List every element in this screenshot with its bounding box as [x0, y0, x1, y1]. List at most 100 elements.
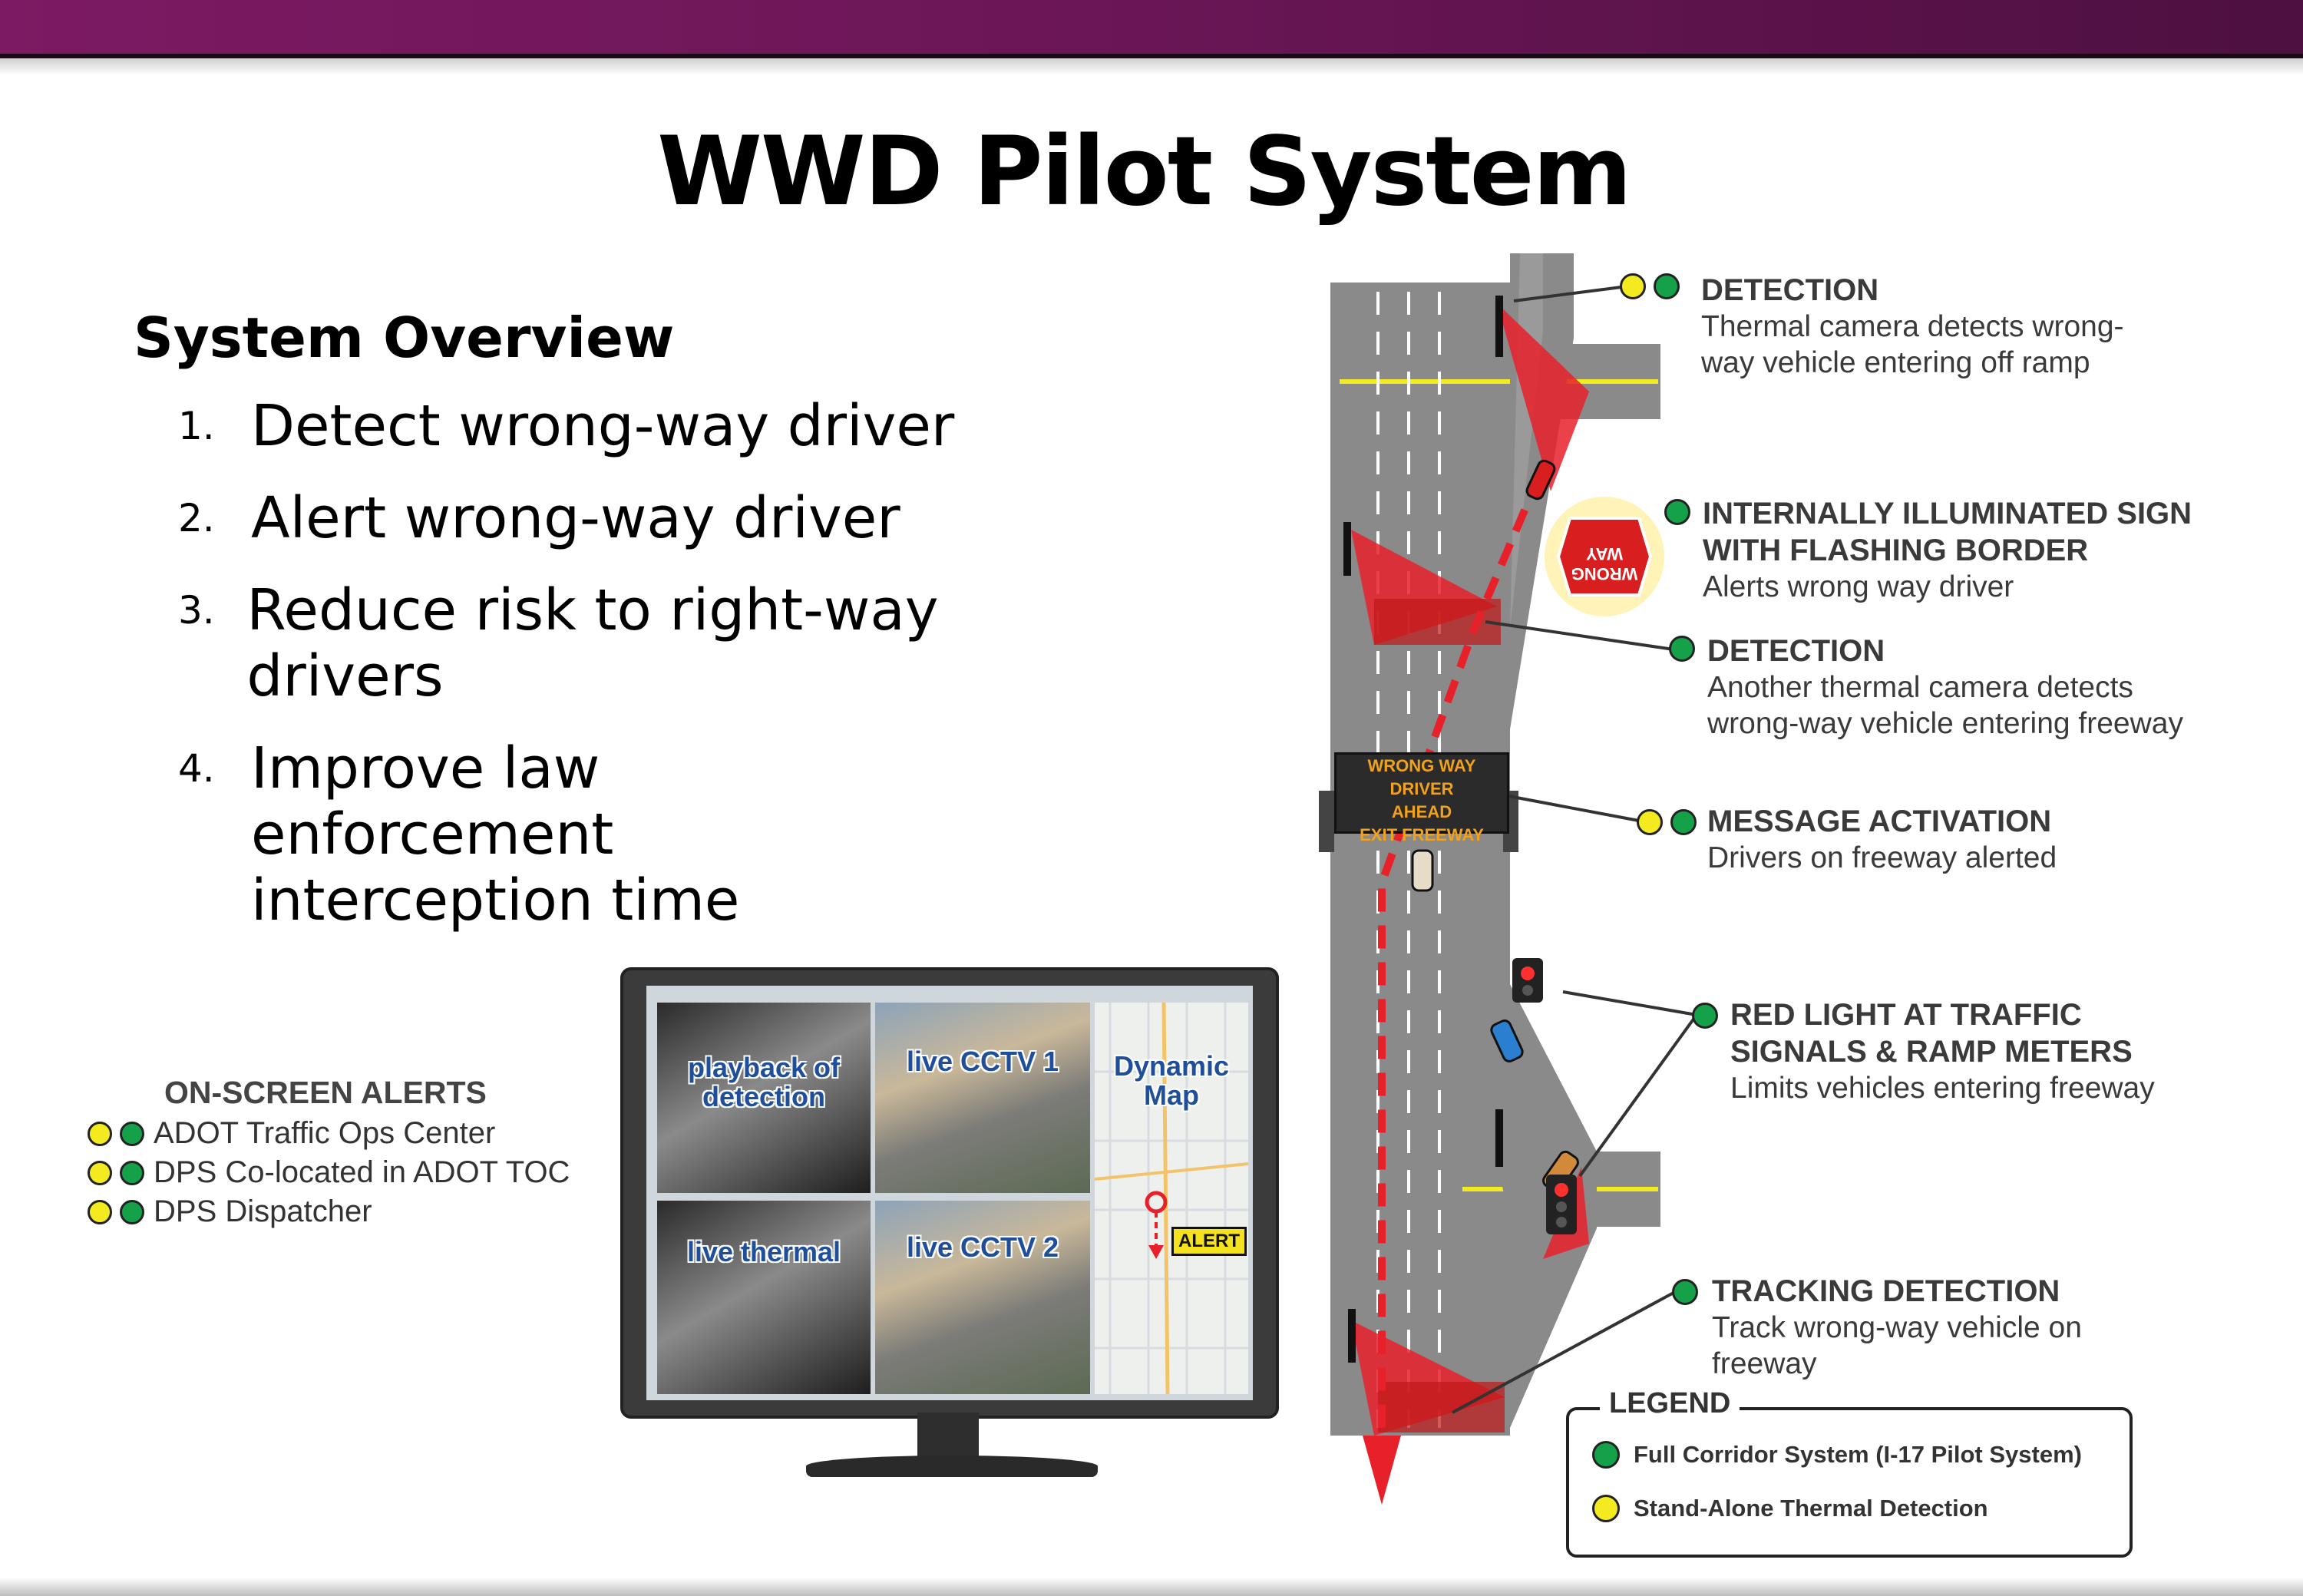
green-dot-icon [1654, 273, 1680, 299]
green-dot-icon [1672, 1279, 1698, 1305]
on-ramp [1459, 944, 1597, 1428]
callout-heading: MESSAGE ACTIVATION [1707, 805, 2052, 838]
legend: LEGEND Full Corridor System (I-17 Pilot … [1566, 1387, 2133, 1558]
alert-row: ADOT Traffic Ops Center [88, 1114, 625, 1153]
alert-row: DPS Co-located in ADOT TOC [88, 1153, 625, 1192]
callout-body: Another thermal camera detects wrong-way… [1707, 671, 2183, 740]
callout-heading: INTERNALLY ILLUMINATED SIGN WITH FLASHIN… [1703, 497, 2192, 567]
legend-label: Full Corridor System (I-17 Pilot System) [1634, 1441, 2082, 1468]
monitor-stand [917, 1413, 979, 1459]
overview-item: 1. Detect wrong-way driver [178, 393, 1099, 459]
header-shadow [0, 58, 2303, 75]
onscreen-alerts: ON-SCREEN ALERTS ADOT Traffic Ops Center… [88, 1075, 625, 1231]
yellow-dot-icon [88, 1199, 112, 1224]
green-dot-icon [1692, 1003, 1718, 1029]
wrong-way-car-icon [1525, 459, 1556, 501]
footer-shade [0, 1578, 2303, 1596]
callout-dots [1672, 1279, 1706, 1305]
legend-row: Stand-Alone Thermal Detection [1592, 1495, 1988, 1522]
pane-map: Dynamic Map ALERT [1095, 1003, 1248, 1394]
callout-dots [1664, 499, 1698, 525]
monitor: playback of detection live CCTV 1 Dy [620, 967, 1279, 1419]
overview-item: 2. Alert wrong-way driver [178, 485, 1099, 551]
callout-dots [1692, 1003, 1726, 1029]
pane-label: live CCTV 1 [906, 1046, 1059, 1077]
legend-row: Full Corridor System (I-17 Pilot System) [1592, 1441, 2082, 1469]
callout-dots [1637, 809, 1704, 835]
pane-label: Dynamic Map [1113, 1050, 1230, 1111]
yellow-dot-icon [1637, 809, 1663, 835]
legend-label: Stand-Alone Thermal Detection [1634, 1495, 1988, 1522]
callout-body: Limits vehicles entering freeway [1730, 1072, 2155, 1105]
slide-title: WWD Pilot System [657, 117, 1632, 227]
camera-pole-icon [1495, 1109, 1503, 1167]
camera-pole-icon [1343, 522, 1351, 576]
green-dot-icon [1592, 1441, 1620, 1469]
green-dot-icon [120, 1199, 144, 1224]
callout-heading: TRACKING DETECTION [1712, 1274, 2060, 1308]
monitor-screen: playback of detection live CCTV 1 Dy [646, 986, 1253, 1400]
green-dot-icon [1664, 499, 1690, 525]
pane-cctv1: live CCTV 1 [875, 1003, 1090, 1193]
overview-list: 1. Detect wrong-way driver 2. Alert wrong-… [178, 393, 1099, 960]
callout-heading: DETECTION [1701, 273, 1879, 307]
pane-playback: playback of detection [657, 1003, 871, 1193]
detection-cone [1497, 303, 1589, 491]
callout-red-light: RED LIGHT AT TRAFFIC SIGNALS & RAMP METE… [1730, 996, 2206, 1106]
green-dot-icon [120, 1121, 144, 1146]
callout-tracking: TRACKING DETECTION Track wrong-way vehic… [1712, 1273, 2157, 1382]
callout-illuminated-sign: INTERNALLY ILLUMINATED SIGN WITH FLASHIN… [1703, 495, 2225, 605]
callout-body: Track wrong-way vehicle on freeway [1712, 1311, 2082, 1380]
vms-line: EXIT FREEWAY [1360, 825, 1484, 844]
overview-heading: System Overview [134, 306, 675, 370]
overview-item: 3. Reduce risk to right-way drivers [178, 577, 1099, 709]
pane-cctv2: live CCTV 2 [875, 1201, 1090, 1394]
item-number: 2. [178, 496, 215, 540]
item-number: 4. [178, 746, 215, 791]
down-arrow-icon [1363, 1436, 1401, 1505]
vms-line: AHEAD [1391, 802, 1452, 821]
pane-thermal: live thermal [657, 1201, 871, 1394]
callout-dots [1620, 273, 1687, 299]
alert-row: DPS Dispatcher [88, 1192, 625, 1231]
item-text: Improve law enforcement interception tim… [251, 735, 740, 933]
onscreen-alerts-title: ON-SCREEN ALERTS [164, 1075, 487, 1110]
callout-body: Drivers on freeway alerted [1707, 841, 2057, 874]
callout-message-activation: MESSAGE ACTIVATION Drivers on freeway al… [1707, 803, 2183, 876]
map-svg [1095, 1003, 1248, 1394]
callout-detection-1: DETECTION Thermal camera detects wrong-w… [1701, 272, 2131, 381]
green-dot-icon [1670, 809, 1697, 835]
yellow-dot-icon [88, 1160, 112, 1185]
header-bar [0, 0, 2303, 58]
alert-tag: ALERT [1171, 1227, 1247, 1256]
pane-label: live thermal [686, 1236, 841, 1267]
car-icon [1490, 1019, 1524, 1062]
item-number: 1. [178, 404, 215, 448]
alert-text: DPS Dispatcher [154, 1195, 372, 1228]
camera-pole-icon [1495, 296, 1503, 357]
yellow-dot-icon [1620, 273, 1646, 299]
callout-heading: DETECTION [1707, 634, 1885, 668]
pane-label: playback of detection [687, 1052, 841, 1112]
item-text: Alert wrong-way driver [251, 485, 900, 551]
vms-line: WRONG WAY DRIVER [1367, 756, 1476, 798]
callout-detection-2: DETECTION Another thermal camera detects… [1707, 633, 2183, 742]
pane-label: live CCTV 2 [906, 1231, 1059, 1263]
alert-text: ADOT Traffic Ops Center [154, 1116, 496, 1150]
callout-body: Alerts wrong way driver [1703, 570, 2014, 603]
wrong-way-sign-icon [1556, 517, 1653, 596]
wrong-way-sign-text: WRONG WAY [1571, 544, 1638, 583]
item-number: 3. [178, 588, 215, 633]
message-sign: WRONG WAY DRIVER AHEAD EXIT FREEWAY [1334, 752, 1509, 844]
yellow-dot-icon [88, 1121, 112, 1146]
green-dot-icon [1669, 636, 1695, 662]
overview-item: 4. Improve law enforcement interception t… [178, 735, 1099, 933]
callout-dots [1669, 636, 1703, 662]
car-icon [1411, 849, 1434, 892]
camera-pole-icon [1348, 1309, 1356, 1363]
item-text: Reduce risk to right-way drivers [246, 577, 939, 709]
item-text: Detect wrong-way driver [251, 393, 955, 459]
alert-text: DPS Co-located in ADOT TOC [154, 1155, 570, 1189]
callout-heading: RED LIGHT AT TRAFFIC SIGNALS & RAMP METE… [1730, 998, 2133, 1069]
